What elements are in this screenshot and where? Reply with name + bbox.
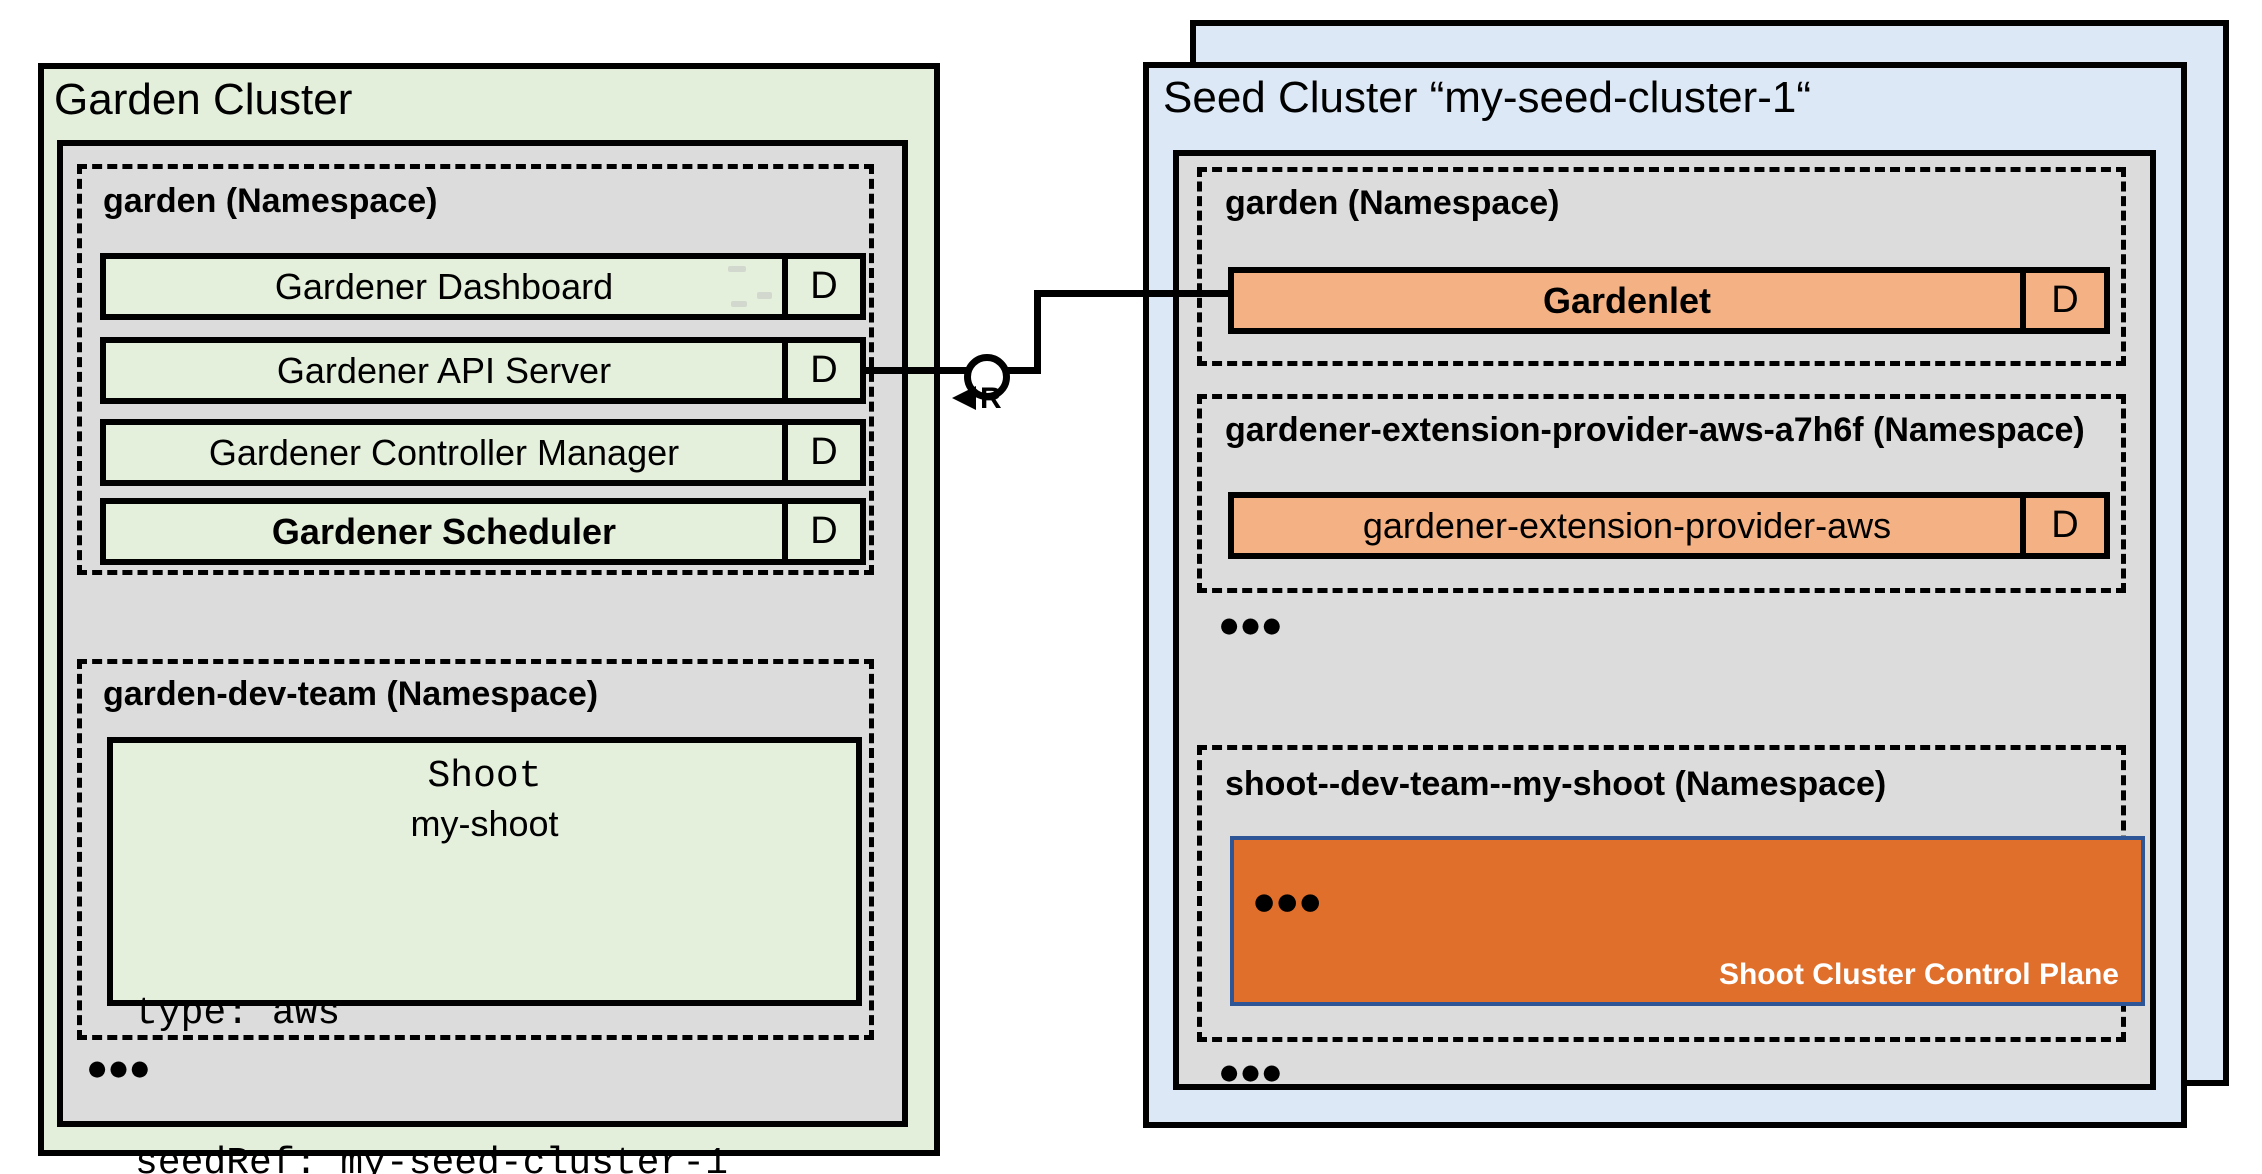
namespace-garden-dev-team: garden-dev-team (Namespace) Shoot my-sho… (77, 659, 874, 1174)
component-label: Gardenlet (1542, 279, 1712, 321)
deployment-badge: D (782, 343, 860, 398)
interface-label: R (980, 382, 1002, 415)
shoot-spec-type: type: aws (135, 992, 341, 1035)
component-label: Gardener API Server (276, 349, 612, 391)
namespace-seed-garden-title: garden (Namespace) (1225, 184, 1560, 222)
component-gardenlet: Gardenlet D (1228, 267, 2110, 334)
artifact-mark (728, 266, 746, 272)
artifact-mark (731, 301, 747, 307)
seed-cluster-box: Seed Cluster “my-seed-cluster-1“ garden … (1143, 62, 2187, 1128)
deployment-badge: D (2020, 273, 2104, 328)
shoot-resource-name: my-shoot (410, 803, 559, 844)
namespace-garden-dev-team-title: garden-dev-team (Namespace) (103, 675, 599, 713)
seed-cluster-ellipsis-bottom: ●●● (1220, 1060, 1284, 1084)
namespace-shoot-dev-team-my-shoot-title: shoot--dev-team--my-shoot (Namespace) (1225, 765, 1887, 803)
garden-cluster-box: Garden Cluster garden (Namespace) Garden… (38, 63, 940, 1174)
component-label: gardener-extension-provider-aws (1362, 504, 1892, 546)
garden-cluster-inner-panel: garden (Namespace) Gardener Dashboard D … (57, 140, 908, 1174)
namespace-shoot-dev-team-my-shoot: shoot--dev-team--my-shoot (Namespace) ●●… (1197, 745, 2145, 1042)
namespace-seed-garden: garden (Namespace) Gardenlet D (1197, 167, 2126, 366)
connector-line-vertical (1034, 290, 1041, 374)
component-gardener-dashboard: Gardener Dashboard D (100, 253, 866, 320)
component-label: Gardener Scheduler (271, 510, 617, 552)
component-gardener-scheduler: Gardener Scheduler D (100, 498, 866, 565)
shoot-resource-spec: type: aws seedRef: my-seed-cluster-1 (135, 889, 728, 1174)
deployment-badge: D (2020, 498, 2104, 553)
shoot-cluster-control-plane-box: ●●● Shoot Cluster Control Plane (1230, 836, 2145, 1006)
namespace-garden-title: garden (Namespace) (103, 182, 438, 220)
connector-line-to-gardenlet (1034, 290, 1232, 297)
shoot-resource-card: Shoot my-shoot type: aws seedRef: my-see… (107, 737, 862, 1174)
namespace-garden: garden (Namespace) Gardener Dashboard D … (77, 164, 874, 575)
artifact-mark (757, 292, 772, 299)
seed-cluster-inner-panel: garden (Namespace) Gardenlet D gardener-… (1173, 150, 2156, 1090)
arrowhead-left-icon (952, 386, 976, 410)
component-gardener-extension-provider-aws: gardener-extension-provider-aws D (1228, 492, 2110, 559)
seed-cluster-ellipsis-middle: ●●● (1220, 613, 1284, 637)
garden-cluster-title: Garden Cluster (54, 75, 353, 124)
component-label: Gardener Dashboard (274, 265, 614, 307)
component-gardener-api-server: Gardener API Server D (100, 337, 866, 404)
connector-line-horizontal (866, 367, 1040, 374)
control-plane-ellipsis: ●●● (1254, 889, 1324, 915)
deployment-badge: D (782, 504, 860, 559)
namespace-extension-provider-aws-title: gardener-extension-provider-aws-a7h6f (N… (1225, 411, 2085, 449)
seed-cluster-title: Seed Cluster “my-seed-cluster-1“ (1163, 73, 1811, 122)
component-label: Gardener Controller Manager (208, 431, 680, 473)
shoot-spec-seedref: seedRef: my-seed-cluster-1 (135, 1142, 728, 1174)
deployment-badge: D (782, 425, 860, 480)
component-gardener-controller-manager: Gardener Controller Manager D (100, 419, 866, 486)
shoot-resource-kind: Shoot (427, 755, 542, 798)
deployment-badge: D (782, 259, 860, 314)
control-plane-label: Shoot Cluster Control Plane (1718, 958, 2119, 991)
garden-cluster-ellipsis: ●●● (88, 1056, 152, 1080)
namespace-extension-provider-aws: gardener-extension-provider-aws-a7h6f (N… (1197, 394, 2126, 593)
